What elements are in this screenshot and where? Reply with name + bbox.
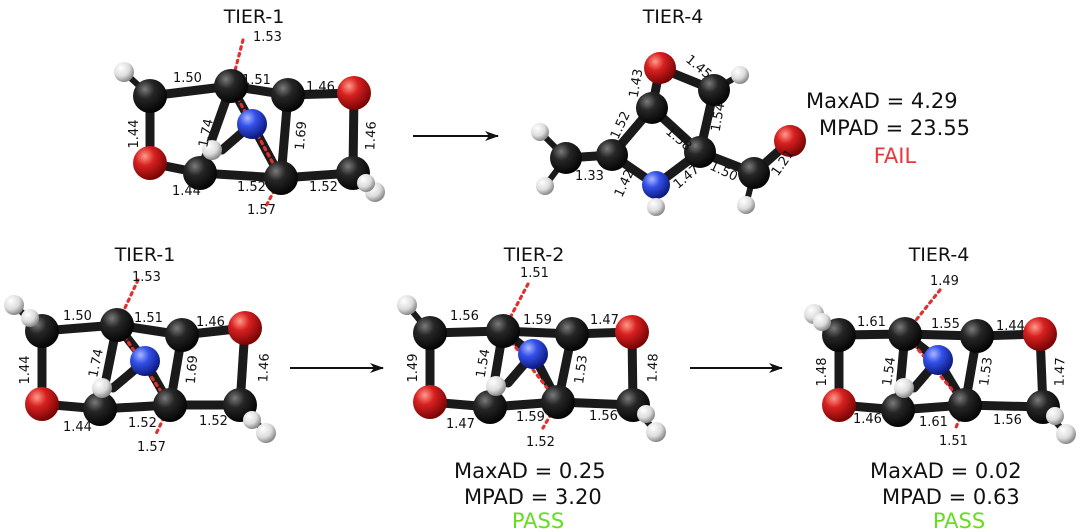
bond-label: 1.54 — [880, 356, 899, 387]
bond-label: 1.49 — [930, 274, 959, 289]
bond-label: 1.55 — [931, 317, 960, 332]
bond-label: 1.52 — [237, 180, 266, 195]
bond-label: 1.57 — [137, 440, 166, 455]
bond-label: 1.56 — [993, 413, 1022, 428]
bond-label: 1.47 — [590, 313, 619, 328]
bond-label: 1.33 — [575, 169, 604, 184]
bond-label: 1.69 — [293, 121, 310, 151]
top-tier1-title: TIER-1 — [223, 6, 285, 28]
tier4-verdict: PASS — [933, 509, 985, 532]
bond-label: 1.56 — [450, 309, 479, 324]
bond-label: 1.53 — [572, 354, 591, 385]
bond-label: 1.46 — [363, 121, 379, 151]
bond-label: 1.61 — [919, 415, 948, 430]
bond-label: 1.47 — [1053, 357, 1069, 386]
bond-label: 1.44 — [18, 356, 33, 385]
bond-label: 1.74 — [86, 348, 107, 379]
molecule-bottom-tier2: TIER-2 — [397, 244, 666, 450]
top-maxad: MaxAD = 4.29 — [806, 89, 958, 113]
molecule-top-tier4: TIER-4 1.43 1.45 — [531, 6, 806, 216]
bond-label: 1.51 — [134, 311, 163, 326]
bond-label: 1.53 — [253, 30, 282, 45]
bond-label: 1.57 — [247, 203, 276, 218]
bond-label: 1.49 — [406, 354, 421, 383]
molecule-bottom-tier1: TIER-1 — [4, 244, 276, 455]
tier2-metrics: MaxAD = 0.25 MPAD = 3.20 PASS — [454, 459, 606, 532]
bond-label: 1.44 — [996, 319, 1025, 334]
bond-label: 1.51 — [939, 434, 968, 449]
bond-label: 1.46 — [853, 412, 882, 427]
bond-label: 1.59 — [516, 410, 545, 425]
bond-label: 1.48 — [815, 358, 830, 387]
bond-label: 1.51 — [520, 266, 549, 281]
bond-label: 1.43 — [627, 68, 647, 99]
tier2-maxad: MaxAD = 0.25 — [454, 459, 606, 483]
bond-label: 1.46 — [306, 80, 335, 95]
bond-label: 1.50 — [173, 71, 202, 86]
top-mpad: MPAD = 23.55 — [819, 116, 970, 140]
bond-label: 1.42 — [612, 167, 638, 200]
molecule-top-tier1: TIER-1 — [114, 6, 385, 218]
bond-label: 1.47 — [446, 417, 475, 432]
bond-label: 1.52 — [128, 416, 157, 431]
bottom-tier1-title: TIER-1 — [114, 244, 176, 266]
bottom-tier2-title: TIER-2 — [503, 244, 565, 266]
bond-label: 1.52 — [199, 414, 228, 429]
bond-label: 1.61 — [857, 315, 886, 330]
bond-label: 1.53 — [977, 356, 996, 387]
bond-label: 1.54 — [474, 348, 494, 379]
bond-label: 1.44 — [172, 184, 201, 199]
bond-label: 1.50 — [63, 309, 92, 324]
bond-label: 1.44 — [63, 420, 92, 435]
bond-label: 1.74 — [196, 118, 217, 149]
top-metrics: MaxAD = 4.29 MPAD = 23.55 FAIL — [806, 89, 970, 168]
top-tier4-title: TIER-4 — [642, 6, 704, 28]
bond-label: 1.54 — [709, 102, 729, 133]
tier4-metrics: MaxAD = 0.02 MPAD = 0.63 PASS — [870, 459, 1022, 532]
tier2-verdict: PASS — [512, 509, 564, 532]
bond-label: 1.52 — [526, 435, 555, 450]
bond-label: 1.59 — [523, 313, 552, 328]
bond-label: 1.46 — [196, 315, 225, 330]
bond-label: 1.48 — [646, 353, 662, 382]
tier2-mpad: MPAD = 3.20 — [464, 485, 602, 509]
bottom-tier4-title: TIER-4 — [908, 244, 970, 266]
top-verdict: FAIL — [874, 144, 917, 168]
bond-label: 1.53 — [132, 270, 161, 285]
bond-label: 1.69 — [184, 355, 201, 385]
tier4-mpad: MPAD = 0.63 — [882, 485, 1020, 509]
bond-label: 1.46 — [256, 353, 272, 383]
tier4-maxad: MaxAD = 0.02 — [870, 459, 1022, 483]
bond-label: 1.52 — [309, 180, 338, 195]
bond-label: 1.44 — [127, 120, 142, 149]
bond-label: 1.51 — [242, 73, 271, 88]
molecule-bottom-tier4: TIER-4 — [804, 244, 1076, 449]
bond-label: 1.56 — [589, 409, 618, 424]
